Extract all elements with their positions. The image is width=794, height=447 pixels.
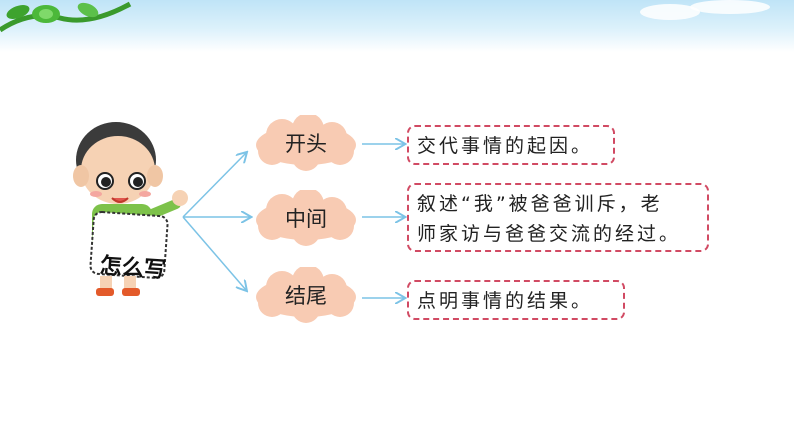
- leaf-icon: [77, 2, 99, 18]
- desc-box-opening: 交代事情的起因。: [407, 125, 615, 165]
- boy-illustration: [73, 122, 188, 296]
- cloud-node-middle: 中间: [250, 190, 362, 246]
- cloud-node-opening: 开头: [250, 115, 362, 171]
- sky-cloud: [690, 0, 770, 14]
- arrow-to-ending: [182, 216, 246, 290]
- leaf-icon: [6, 5, 30, 19]
- desc-box-ending: 点明事情的结果。: [407, 280, 625, 320]
- cloud-shape-icon: [256, 115, 356, 171]
- desc-text-line: 师家访与爸爸交流的经过。: [417, 223, 682, 245]
- cloud-node-ending: 结尾: [250, 267, 362, 323]
- cloud-label: 开头: [285, 132, 327, 156]
- sky-cloud: [640, 4, 700, 20]
- cloud-label: 中间: [285, 207, 327, 231]
- desc-text: 点明事情的结果。: [417, 290, 594, 312]
- cloud-shape-icon: [256, 190, 356, 246]
- cloud-label: 结尾: [285, 284, 327, 308]
- arrow-to-opening: [182, 153, 246, 218]
- leaf-vine-decoration: [0, 1, 132, 33]
- cloud-shape-icon: [256, 267, 356, 323]
- desc-text: 交代事情的起因。: [417, 135, 594, 157]
- desc-box-middle: 叙述“我”被爸爸训斥，老 师家访与爸爸交流的经过。: [407, 183, 709, 252]
- desc-text-line: 叙述“我”被爸爸训斥，老: [417, 193, 663, 215]
